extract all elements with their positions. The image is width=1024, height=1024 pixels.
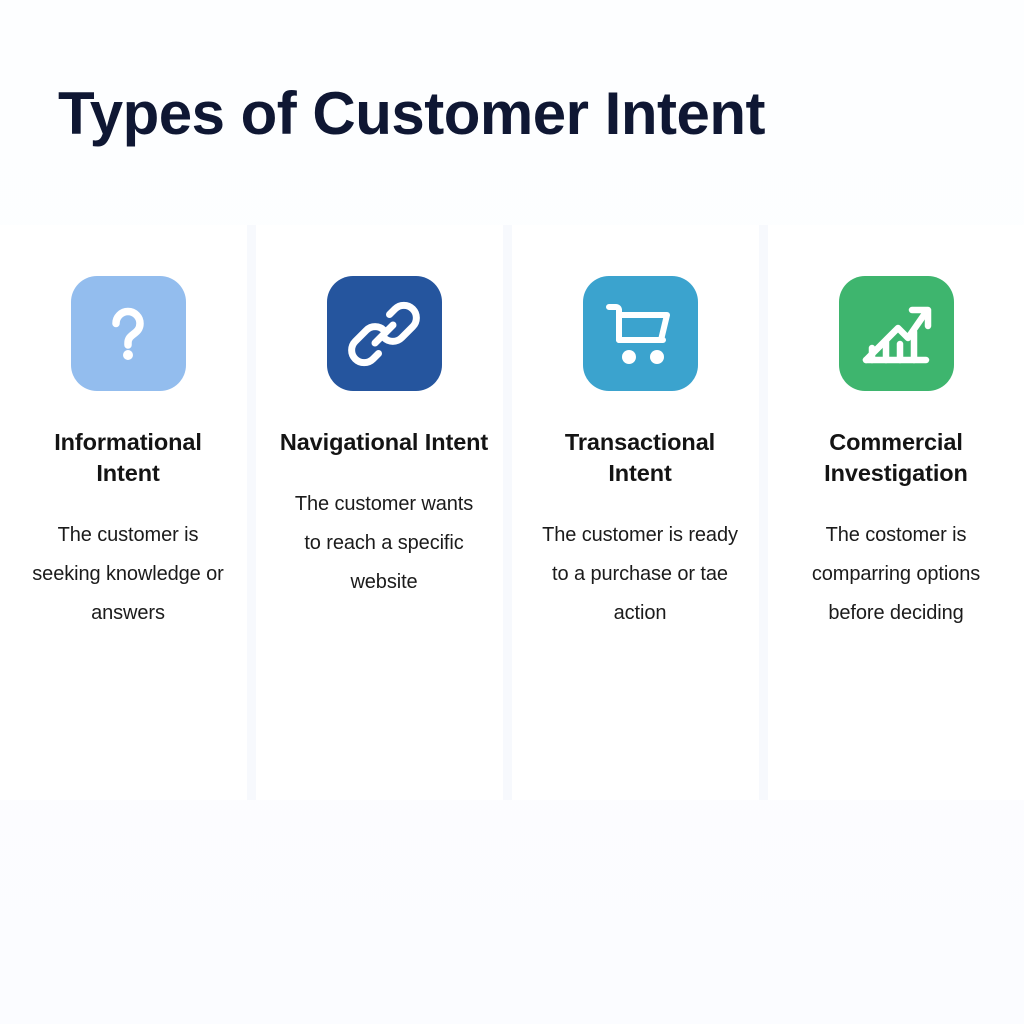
growth-chart-arrow-icon [858, 298, 934, 370]
informational-icon-tile [70, 276, 186, 391]
commercial-body: The costomer is comparring options befor… [811, 524, 981, 624]
commercial-heading: Commercial Investigation [824, 429, 968, 486]
question-mark-icon [91, 297, 165, 371]
intent-card-transactional[interactable]: Transactional Intent The customer is rea… [503, 225, 768, 800]
intent-columns: Informational Intent The customer is see… [0, 225, 1024, 800]
navigational-icon-tile [326, 276, 442, 391]
informational-heading: Informational Intent [54, 429, 202, 486]
navigational-body: The customer wants to reach a specific w… [294, 493, 474, 593]
page-title: Types of Customer Intent [58, 80, 765, 147]
chain-link-icon [348, 298, 420, 370]
navigational-heading: Navigational Intent [279, 429, 489, 455]
commercial-icon-tile [838, 276, 954, 391]
transactional-heading: Transactional Intent [564, 429, 716, 486]
transactional-body: The customer is ready to a purchase or t… [542, 524, 738, 624]
intent-card-navigational[interactable]: Navigational Intent The customer wants t… [247, 225, 512, 800]
intent-card-commercial[interactable]: Commercial Investigation The costomer is… [759, 225, 1024, 800]
intent-card-informational[interactable]: Informational Intent The customer is see… [0, 225, 256, 800]
informational-body: The customer is seeking knowledge or ans… [32, 524, 224, 624]
transactional-icon-tile [582, 276, 698, 391]
shopping-cart-icon [603, 299, 677, 369]
